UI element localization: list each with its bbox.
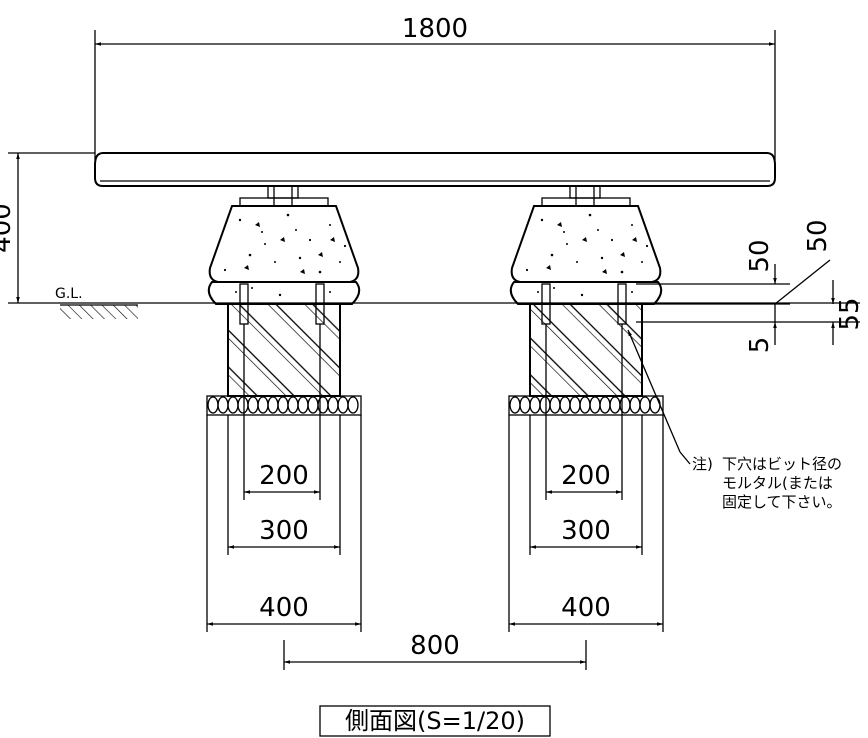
note-leader: 注) 下穴はビット径の モルタル(または 固定して下さい。: [627, 329, 842, 511]
detail-a-label: 50: [745, 239, 775, 272]
right-outer-label: 400: [561, 593, 611, 623]
title-block: 側面図(S=1/20): [319, 705, 551, 737]
left-outer-label: 400: [259, 593, 309, 623]
left-post: [206, 185, 362, 416]
drawing-title: 側面図(S=1/20): [345, 707, 525, 735]
right-base-dimensions: 200 300 400: [508, 324, 664, 632]
post-spacing-dimension: 800: [283, 631, 587, 670]
detail-dimensions: 50 50 55 5: [636, 219, 865, 353]
left-inner-label: 200: [259, 461, 309, 491]
overall-width-dimension: 1800: [94, 14, 776, 160]
detail-c-label: 55: [835, 297, 865, 330]
ground-label: G.L.: [55, 286, 83, 302]
right-post: [508, 185, 664, 416]
detail-b-label: 50: [803, 219, 833, 252]
concrete-texture: [223, 213, 347, 297]
left-base-dimensions: 200 300 400: [206, 324, 362, 632]
height-label: 400: [0, 203, 17, 253]
note-prefix: 注): [692, 455, 713, 473]
note-line-1: 下穴はビット径の: [722, 455, 842, 473]
detail-d-label: 5: [745, 337, 775, 354]
note-line-3: 固定して下さい。: [722, 493, 842, 511]
gravel-footing: [509, 396, 661, 414]
ground-line: G.L.: [40, 286, 860, 319]
gravel-footing: [207, 396, 359, 414]
bench-seat: [94, 152, 776, 187]
overall-width-label: 1800: [402, 14, 468, 44]
right-middle-label: 300: [561, 516, 611, 546]
right-inner-label: 200: [561, 461, 611, 491]
concrete-texture: [525, 213, 649, 297]
height-dimension: 400: [0, 152, 95, 304]
note-line-2: モルタル(または: [722, 474, 833, 492]
post-spacing-label: 800: [410, 631, 460, 661]
left-middle-label: 300: [259, 516, 309, 546]
